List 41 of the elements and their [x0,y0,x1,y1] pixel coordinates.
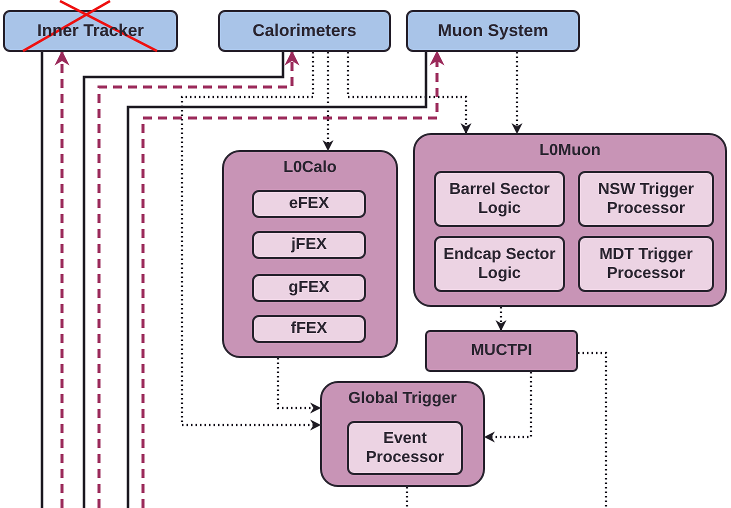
node-label: Barrel Sector Logic [448,180,551,218]
dashed-arrow [54,50,70,508]
node-label: Global Trigger [347,389,458,408]
module-box [434,171,565,227]
module-box [252,231,366,259]
dotted-arrow [276,358,322,414]
signal-line [40,52,44,508]
module-box [434,236,565,292]
module-box [425,330,578,372]
node-label: MDT Trigger Processor [598,244,694,284]
dotted-arrow [180,52,322,430]
module-box [347,421,463,475]
trigger-group-box [413,133,727,307]
node-label: MUCTPI [470,341,534,361]
node-label: fFEX [290,319,328,339]
node-label: Endcap Sector Logic [442,244,557,284]
dotted-line [406,487,408,508]
dotted-arrow [512,52,522,134]
node-label: gFEX [288,278,330,298]
module-box [578,236,714,292]
node-label: eFEX [288,194,330,214]
module-box [578,171,714,227]
node-label: L0Calo [282,158,338,178]
trigger-group-box [320,381,485,487]
dotted-arrow [346,52,472,134]
system-box [218,10,391,52]
module-box [252,190,366,218]
node-label: NSW Trigger Processor [596,180,695,218]
node-label: jFEX [290,235,328,255]
node-label: Muon System [436,20,550,42]
node-label: Calorimeters [252,20,358,42]
node-label: L0Muon [538,141,602,160]
module-box [252,315,366,343]
dotted-line [578,352,608,508]
trigger-group-box [222,150,398,358]
system-box [406,10,580,52]
dotted-arrow [322,52,334,152]
dotted-arrow [484,372,532,442]
dotted-arrow [496,307,506,332]
module-box [252,274,366,302]
node-label: Event Processor [364,428,446,468]
